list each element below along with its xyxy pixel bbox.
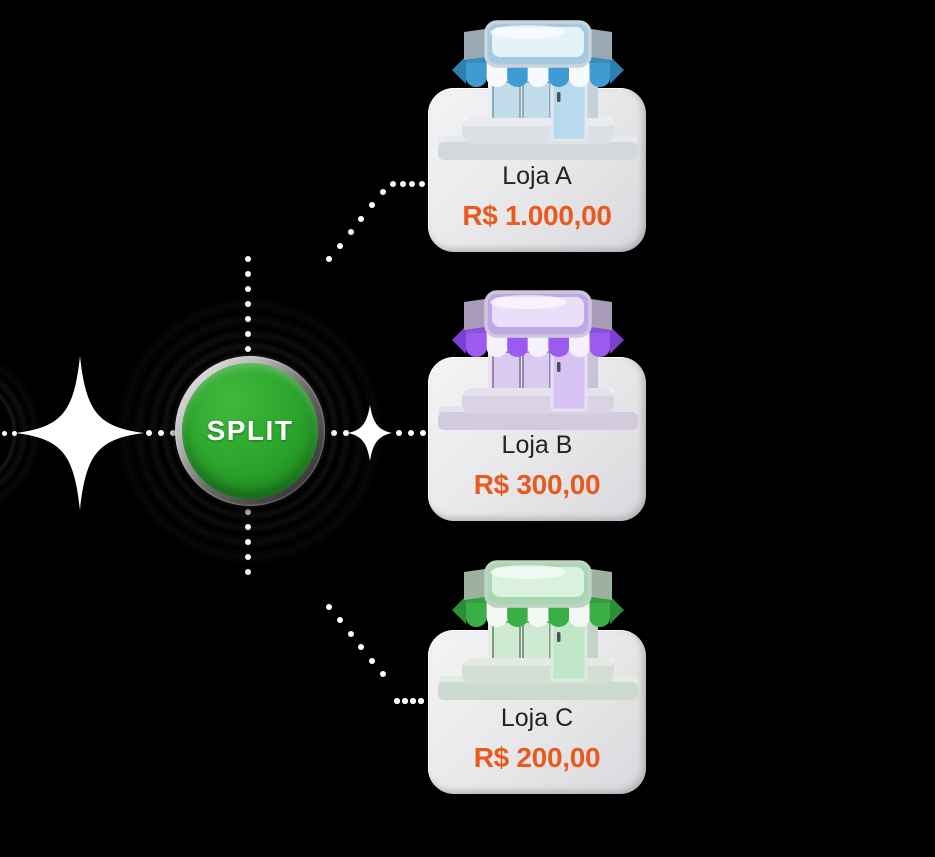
connector-dot — [420, 430, 426, 436]
connector-dot — [418, 698, 424, 704]
connector-dot — [245, 524, 251, 530]
store-card-loja-a: Loja A R$ 1.000,00 — [428, 88, 646, 252]
connector-dot — [394, 698, 400, 704]
connector-dot — [409, 181, 415, 187]
connector-dot — [326, 256, 332, 262]
connector-dot — [418, 181, 425, 187]
connector-dot — [410, 698, 416, 704]
connector-dot — [336, 617, 343, 624]
connector-dot — [390, 181, 396, 187]
connector-dot — [408, 430, 414, 436]
connector-dot — [402, 698, 408, 704]
connector-dot — [146, 430, 152, 436]
connector-dot — [245, 346, 251, 352]
store-name: Loja B — [501, 431, 573, 459]
connector-dot — [245, 316, 251, 322]
connector-dot — [245, 271, 251, 277]
connector-dot — [158, 430, 164, 436]
store-amount: R$ 300,00 — [473, 469, 601, 500]
store-card-loja-c: Loja C R$ 200,00 — [428, 630, 646, 794]
store-name: Loja A — [502, 162, 572, 190]
connector-dot — [380, 671, 386, 677]
connector-dot — [336, 242, 343, 249]
split-button[interactable]: SPLIT — [175, 356, 325, 506]
connector-dot — [245, 509, 251, 515]
connector-dot — [396, 430, 402, 436]
connector-dot — [245, 331, 251, 337]
store-name: Loja C — [500, 704, 574, 732]
connector-dot — [1, 430, 7, 436]
connector-dot — [331, 430, 337, 436]
connector-dot — [347, 630, 354, 637]
split-button-face: SPLIT — [182, 363, 318, 499]
store-amount: R$ 200,00 — [473, 742, 601, 773]
connector-dot — [358, 215, 365, 222]
connector-dot — [245, 539, 251, 545]
connector-dot — [358, 644, 365, 651]
split-button-label: SPLIT — [206, 415, 294, 446]
connector-dot — [245, 286, 251, 292]
connector-dot — [170, 430, 176, 436]
connector-dot — [369, 202, 376, 209]
store-amount: R$ 1.000,00 — [462, 200, 612, 231]
connector-dot — [245, 569, 251, 575]
connector-dot — [343, 430, 349, 436]
connector-dot — [369, 657, 376, 664]
connector-dot — [245, 301, 251, 307]
connector-dot — [347, 229, 354, 236]
store-card-loja-b: Loja B R$ 300,00 — [428, 357, 646, 521]
sparkle-icon-small — [348, 405, 392, 461]
connector-dot — [245, 256, 251, 262]
connector-dot — [326, 604, 332, 610]
connector-dot — [399, 181, 406, 187]
connector-dot — [245, 554, 251, 560]
connector-dot — [380, 189, 386, 195]
connector-dot — [11, 430, 17, 436]
